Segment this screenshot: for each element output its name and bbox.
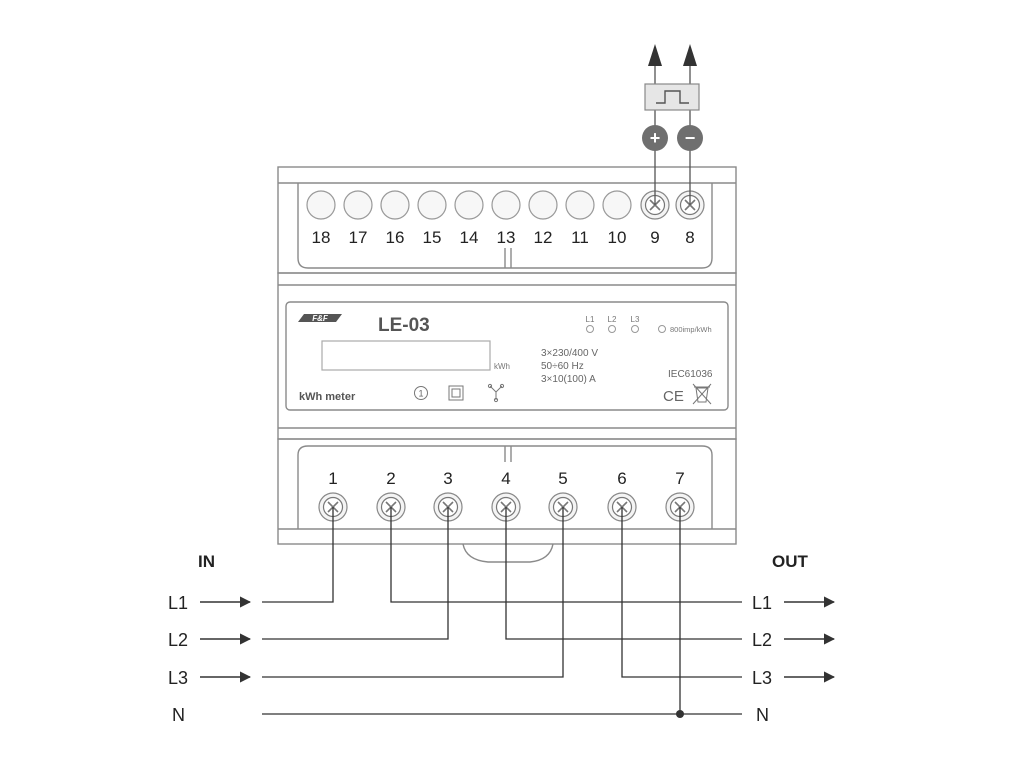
terminal-number: 9 xyxy=(650,228,659,247)
led-l2 xyxy=(608,325,616,333)
in-label-l2: L2 xyxy=(168,630,188,650)
out-title: OUT xyxy=(772,552,809,571)
in-label-l3: L3 xyxy=(168,668,188,688)
plus-sign: + xyxy=(650,128,661,148)
minus-badge xyxy=(677,125,703,151)
wire-in-l2 xyxy=(262,507,449,640)
terminal-hole-10 xyxy=(602,190,632,220)
phase-leds: L1 L2 L3 xyxy=(586,315,640,333)
terminal-number: 8 xyxy=(685,228,694,247)
out-label-l3: L3 xyxy=(752,668,772,688)
din-rail-clip xyxy=(462,543,554,563)
accuracy-class-icon xyxy=(414,386,428,400)
led-l3 xyxy=(631,325,639,333)
in-label-n: N xyxy=(172,705,185,725)
wire-out-l3 xyxy=(621,507,742,678)
double-insulation-icon xyxy=(448,385,464,401)
terminal-hole-15 xyxy=(417,190,447,220)
in-line-labels: L1 L2 L3 N xyxy=(168,593,188,725)
front-panel-outline xyxy=(277,272,737,440)
spec-voltage: 3×230/400 V xyxy=(541,348,598,359)
meter-type-label: kWh meter xyxy=(299,391,356,403)
impulse-led xyxy=(658,325,666,333)
out-label-n: N xyxy=(756,705,769,725)
wire-in-l1 xyxy=(262,507,334,603)
terminal-number: 1 xyxy=(328,469,337,488)
display-unit: kWh xyxy=(494,362,510,371)
terminal-hole-11 xyxy=(565,190,595,220)
terminal-number: 2 xyxy=(386,469,395,488)
front-panel: F&F LE-03 kWh kWh meter 1 3×230/400 V 50… xyxy=(298,314,713,405)
minus-sign: − xyxy=(685,128,696,148)
led-label-l3: L3 xyxy=(631,315,640,324)
terminal-number: 11 xyxy=(571,228,589,247)
out-line-labels: L1 L2 L3 N xyxy=(752,593,772,725)
wire-out-l1 xyxy=(390,507,742,603)
top-terminals: 18 17 16 15 14 13 12 11 10 9 8 xyxy=(306,190,705,247)
terminal-hole-17 xyxy=(343,190,373,220)
terminal-number: 6 xyxy=(617,469,626,488)
ce-mark: CE xyxy=(663,388,684,405)
meter-body xyxy=(277,166,737,563)
terminal-number: 18 xyxy=(312,228,331,247)
neutral-junction-dot xyxy=(676,710,684,718)
arrow-up-icon xyxy=(683,44,697,66)
bottom-module-outline xyxy=(277,438,737,545)
lcd-display xyxy=(321,340,491,371)
bottom-terminals: 1 2 3 4 5 6 7 xyxy=(318,469,695,522)
load-wiring xyxy=(262,507,742,715)
in-arrows xyxy=(200,596,252,683)
in-label-l1: L1 xyxy=(168,593,188,613)
out-arrows xyxy=(784,596,836,683)
spec-list: 3×230/400 V 50÷60 Hz 3×10(100) A xyxy=(541,348,598,385)
terminal-number: 3 xyxy=(443,469,452,488)
label-plate xyxy=(285,301,729,411)
spec-current: 3×10(100) A xyxy=(541,374,596,385)
out-label-l2: L2 xyxy=(752,630,772,650)
weee-bin-icon xyxy=(692,383,712,405)
spec-frequency: 50÷60 Hz xyxy=(541,361,584,372)
led-label-l2: L2 xyxy=(608,315,617,324)
impulse-label: 800imp/kWh xyxy=(670,325,712,334)
terminal-number: 5 xyxy=(558,469,567,488)
in-title: IN xyxy=(198,552,215,571)
wire-in-l3 xyxy=(262,507,564,678)
plus-badge xyxy=(642,125,668,151)
arrow-up-icon xyxy=(648,44,662,66)
accuracy-class: 1 xyxy=(418,389,423,399)
standard-label: IEC61036 xyxy=(668,369,713,380)
terminal-number: 14 xyxy=(460,228,479,247)
pulse-output: + − xyxy=(642,44,703,205)
terminal-number: 16 xyxy=(386,228,405,247)
pulse-wave-icon xyxy=(656,90,689,104)
wire-out-l2 xyxy=(505,507,742,640)
terminal-screw-5 xyxy=(548,492,578,522)
three-phase-icon xyxy=(487,383,505,403)
led-l1 xyxy=(586,325,594,333)
terminal-number: 4 xyxy=(501,469,510,488)
terminal-hole-16 xyxy=(380,190,410,220)
out-label-l1: L1 xyxy=(752,593,772,613)
led-label-l1: L1 xyxy=(586,315,595,324)
pulse-output-box xyxy=(644,83,700,111)
brand-name: F&F xyxy=(312,314,329,323)
terminal-hole-14 xyxy=(454,190,484,220)
terminal-hole-18 xyxy=(306,190,336,220)
terminal-number: 10 xyxy=(608,228,627,247)
terminal-hole-12 xyxy=(528,190,558,220)
brand-logo: F&F xyxy=(298,314,342,323)
terminal-number: 7 xyxy=(675,469,684,488)
terminal-number: 15 xyxy=(423,228,442,247)
terminal-number: 12 xyxy=(534,228,553,247)
terminal-number: 13 xyxy=(497,228,516,247)
terminal-hole-13 xyxy=(491,190,521,220)
model-name: LE-03 xyxy=(378,315,430,336)
terminal-number: 17 xyxy=(349,228,368,247)
